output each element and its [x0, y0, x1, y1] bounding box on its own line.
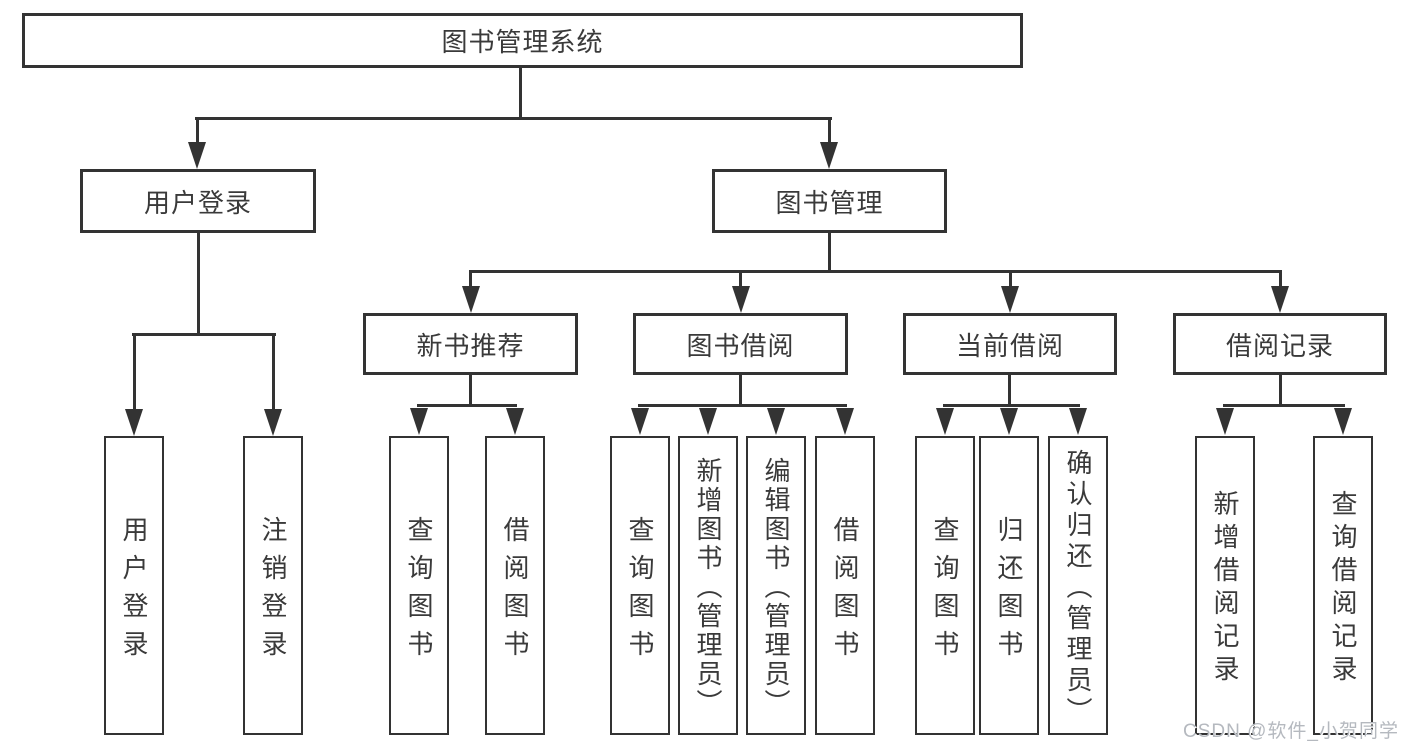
arrow-down-icon [767, 408, 785, 435]
leaf-logout-label: 注销登录 [258, 515, 288, 668]
leaf-edit-books-admin-box: 编辑图书（管理员） [746, 436, 806, 735]
connector-leaf-rail [943, 404, 1080, 407]
leaf-query-books-box: 查询图书 [610, 436, 670, 735]
connector-book-mgmt-drop [828, 120, 831, 144]
arrow-down-icon [1001, 286, 1019, 313]
arrow-down-icon [820, 142, 838, 169]
arrow-down-icon [264, 409, 282, 436]
watermark: CSDN @软件_小贺同学 [1183, 721, 1399, 742]
branch-book-mgmt-label: 图书管理 [775, 187, 884, 218]
group-borrow-record-label: 借阅记录 [1225, 330, 1334, 361]
arrow-down-icon [936, 408, 954, 435]
leaf-query-books-box: 查询图书 [915, 436, 975, 735]
leaf-add-books-admin-box: 新增图书（管理员） [678, 436, 738, 735]
group-new-book-box: 新书推荐 [363, 313, 578, 375]
leaf-edit-books-admin-label: 编辑图书（管理员） [761, 456, 791, 718]
root-node-box: 图书管理系统 [22, 13, 1023, 68]
leaf-borrow-books-box: 借阅图书 [485, 436, 545, 735]
connector-group-drop [739, 273, 742, 287]
leaf-confirm-return-admin-label: 确认归还（管理员） [1063, 448, 1093, 728]
group-book-borrow-label: 图书借阅 [686, 330, 795, 361]
arrow-down-icon [1000, 408, 1018, 435]
connector-book-mgmt-stem [828, 233, 831, 273]
connector-level1-rail [195, 117, 832, 120]
root-node-label: 图书管理系统 [441, 27, 604, 57]
connector-group-stem [1008, 375, 1011, 406]
leaf-query-books-label: 查询图书 [625, 515, 655, 668]
group-borrow-record-box: 借阅记录 [1173, 313, 1387, 375]
connector-user-login-drop [196, 120, 199, 144]
leaf-return-books-box: 归还图书 [979, 436, 1039, 735]
group-new-book-label: 新书推荐 [416, 330, 525, 361]
arrow-down-icon [1334, 408, 1352, 435]
leaf-borrow-books-label: 借阅图书 [830, 515, 860, 668]
arrow-down-icon [732, 286, 750, 313]
connector-leaf-rail [1223, 404, 1345, 407]
group-current-borrow-box: 当前借阅 [903, 313, 1117, 375]
branch-book-mgmt-box: 图书管理 [712, 169, 947, 233]
connector-leaf-rail [638, 404, 847, 407]
group-book-borrow-box: 图书借阅 [633, 313, 848, 375]
leaf-borrow-books-label: 借阅图书 [500, 515, 530, 668]
branch-user-login-box: 用户登录 [80, 169, 316, 233]
connector-leaf-drop [133, 336, 136, 410]
leaf-return-books-label: 归还图书 [994, 515, 1024, 668]
connector-group-drop [469, 273, 472, 287]
connector-user-login-stem [197, 233, 200, 336]
leaf-logout-box: 注销登录 [243, 436, 303, 735]
connector-group-stem [469, 375, 472, 406]
leaf-query-books-box: 查询图书 [389, 436, 449, 735]
connector-leaf-rail [417, 404, 517, 407]
leaf-user-login-box: 用户登录 [104, 436, 164, 735]
leaf-query-books-label: 查询图书 [930, 515, 960, 668]
connector-user-login-rail [132, 333, 276, 336]
leaf-borrow-books-box: 借阅图书 [815, 436, 875, 735]
arrow-down-icon [462, 286, 480, 313]
connector-root-stem [519, 68, 522, 120]
arrow-down-icon [506, 408, 524, 435]
arrow-down-icon [699, 408, 717, 435]
arrow-down-icon [1069, 408, 1087, 435]
leaf-add-borrow-record-label: 新增借阅记录 [1210, 490, 1240, 688]
branch-user-login-label: 用户登录 [143, 187, 252, 218]
leaf-query-books-label: 查询图书 [404, 515, 434, 668]
leaf-query-borrow-record-label: 查询借阅记录 [1328, 490, 1358, 688]
leaf-add-borrow-record-box: 新增借阅记录 [1195, 436, 1255, 735]
connector-group-drop [1279, 273, 1282, 287]
arrow-down-icon [410, 408, 428, 435]
arrow-down-icon [631, 408, 649, 435]
leaf-add-books-admin-label: 新增图书（管理员） [693, 456, 723, 718]
arrow-down-icon [836, 408, 854, 435]
arrow-down-icon [125, 409, 143, 436]
arrow-down-icon [188, 142, 206, 169]
connector-level3-rail [469, 270, 1282, 273]
leaf-confirm-return-admin-box: 确认归还（管理员） [1048, 436, 1108, 735]
connector-group-stem [739, 375, 742, 406]
connector-group-stem [1279, 375, 1282, 406]
group-current-borrow-label: 当前借阅 [955, 330, 1064, 361]
arrow-down-icon [1271, 286, 1289, 313]
connector-leaf-drop [272, 336, 275, 410]
arrow-down-icon [1216, 408, 1234, 435]
connector-group-drop [1009, 273, 1012, 287]
leaf-query-borrow-record-box: 查询借阅记录 [1313, 436, 1373, 735]
leaf-user-login-label: 用户登录 [119, 515, 149, 668]
